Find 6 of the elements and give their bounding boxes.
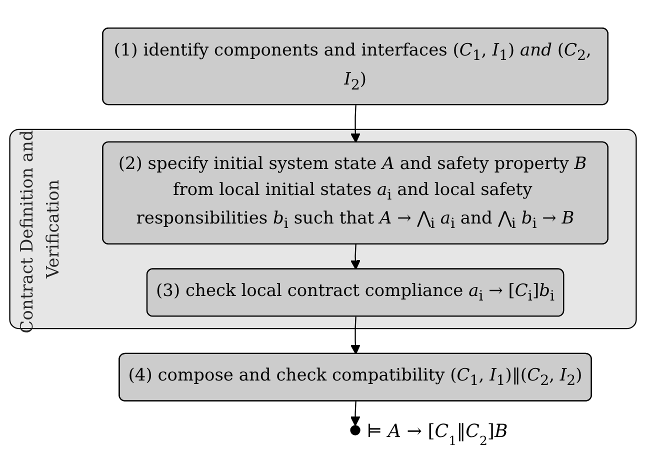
arrow	[350, 316, 360, 354]
node-circle	[350, 424, 360, 435]
arrow	[350, 400, 360, 426]
arrow	[350, 104, 360, 142]
node-caption: ⊨ A → [C$_{1}$‖C$_{2}$]B	[366, 420, 508, 448]
arrow	[350, 244, 360, 270]
